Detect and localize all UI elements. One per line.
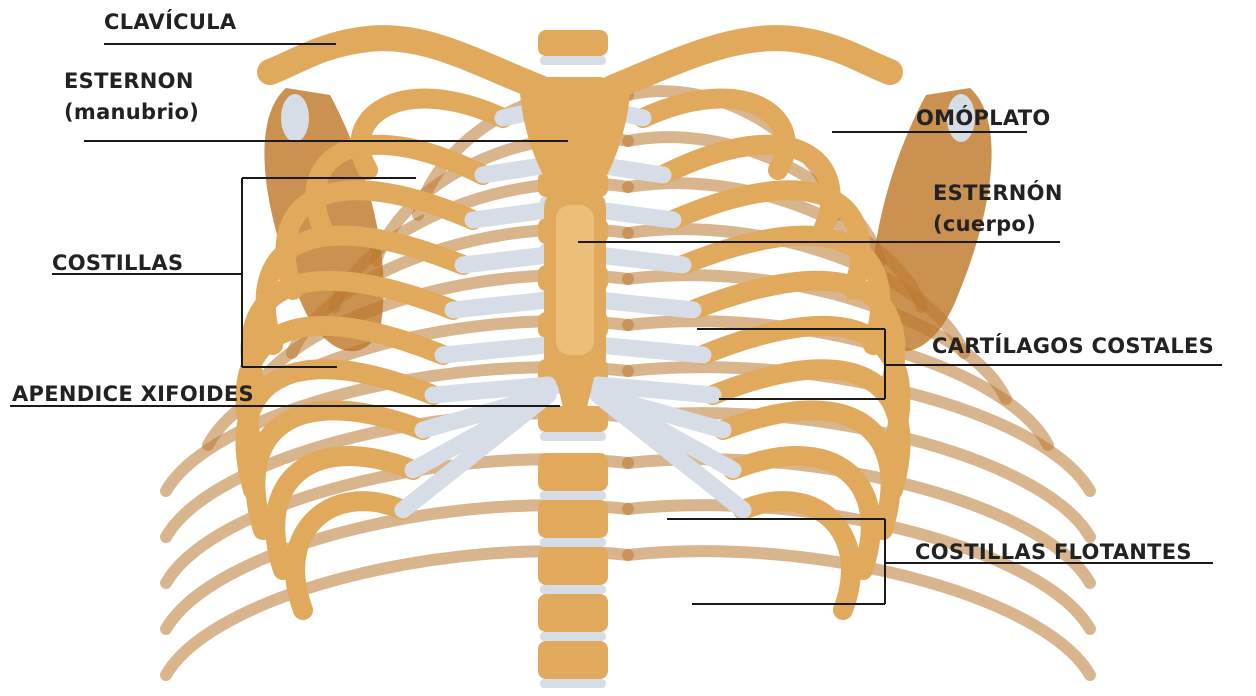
label-costillas: COSTILLAS — [52, 250, 183, 276]
intervertebral-disc — [540, 491, 606, 500]
left-clavicle — [270, 38, 540, 88]
sternum-body-highlight — [556, 205, 594, 355]
cartilage-right — [598, 255, 683, 265]
intervertebral-disc — [540, 632, 606, 641]
label-esternon-cuerpo-line2: (cuerpo) — [933, 209, 1063, 240]
vertebra — [538, 30, 608, 56]
label-esternon-manubrio-line2: (manubrio) — [64, 97, 199, 128]
label-esternon-manubrio-line1: ESTERNON — [64, 66, 199, 97]
left-scapula-glenoid — [281, 94, 309, 142]
cartilage-right — [598, 210, 673, 220]
intervertebral-disc — [540, 679, 606, 688]
label-esternon-manubrio: ESTERNON (manubrio) — [64, 66, 199, 128]
cartilage-left — [463, 255, 548, 265]
intervertebral-disc — [540, 585, 606, 594]
label-omoplato: OMÓPLATO — [916, 105, 1051, 131]
cartilage-right — [598, 300, 693, 310]
vertebra — [538, 453, 608, 491]
cartilage-left — [453, 300, 548, 310]
cartilage-left — [473, 210, 548, 220]
vertebra — [538, 594, 608, 632]
label-cartilagos-costales: CARTÍLAGOS COSTALES — [932, 333, 1214, 359]
label-apendice-xifoides: APENDICE XIFOIDES — [12, 381, 254, 407]
cartilage-left — [483, 165, 548, 175]
label-costillas-flotantes: COSTILLAS FLOTANTES — [915, 539, 1192, 565]
cartilage-left — [443, 345, 548, 355]
cartilage-right — [598, 345, 703, 355]
label-esternon-cuerpo-line1: ESTERNÓN — [933, 178, 1063, 209]
intervertebral-disc — [540, 56, 606, 65]
label-clavicula: CLAVÍCULA — [104, 9, 236, 35]
vertebra — [538, 547, 608, 585]
vertebra — [538, 641, 608, 679]
label-esternon-cuerpo: ESTERNÓN (cuerpo) — [933, 178, 1063, 240]
vertebra — [538, 500, 608, 538]
intervertebral-disc — [540, 432, 606, 441]
right-clavicle — [612, 38, 890, 88]
intervertebral-disc — [540, 538, 606, 547]
